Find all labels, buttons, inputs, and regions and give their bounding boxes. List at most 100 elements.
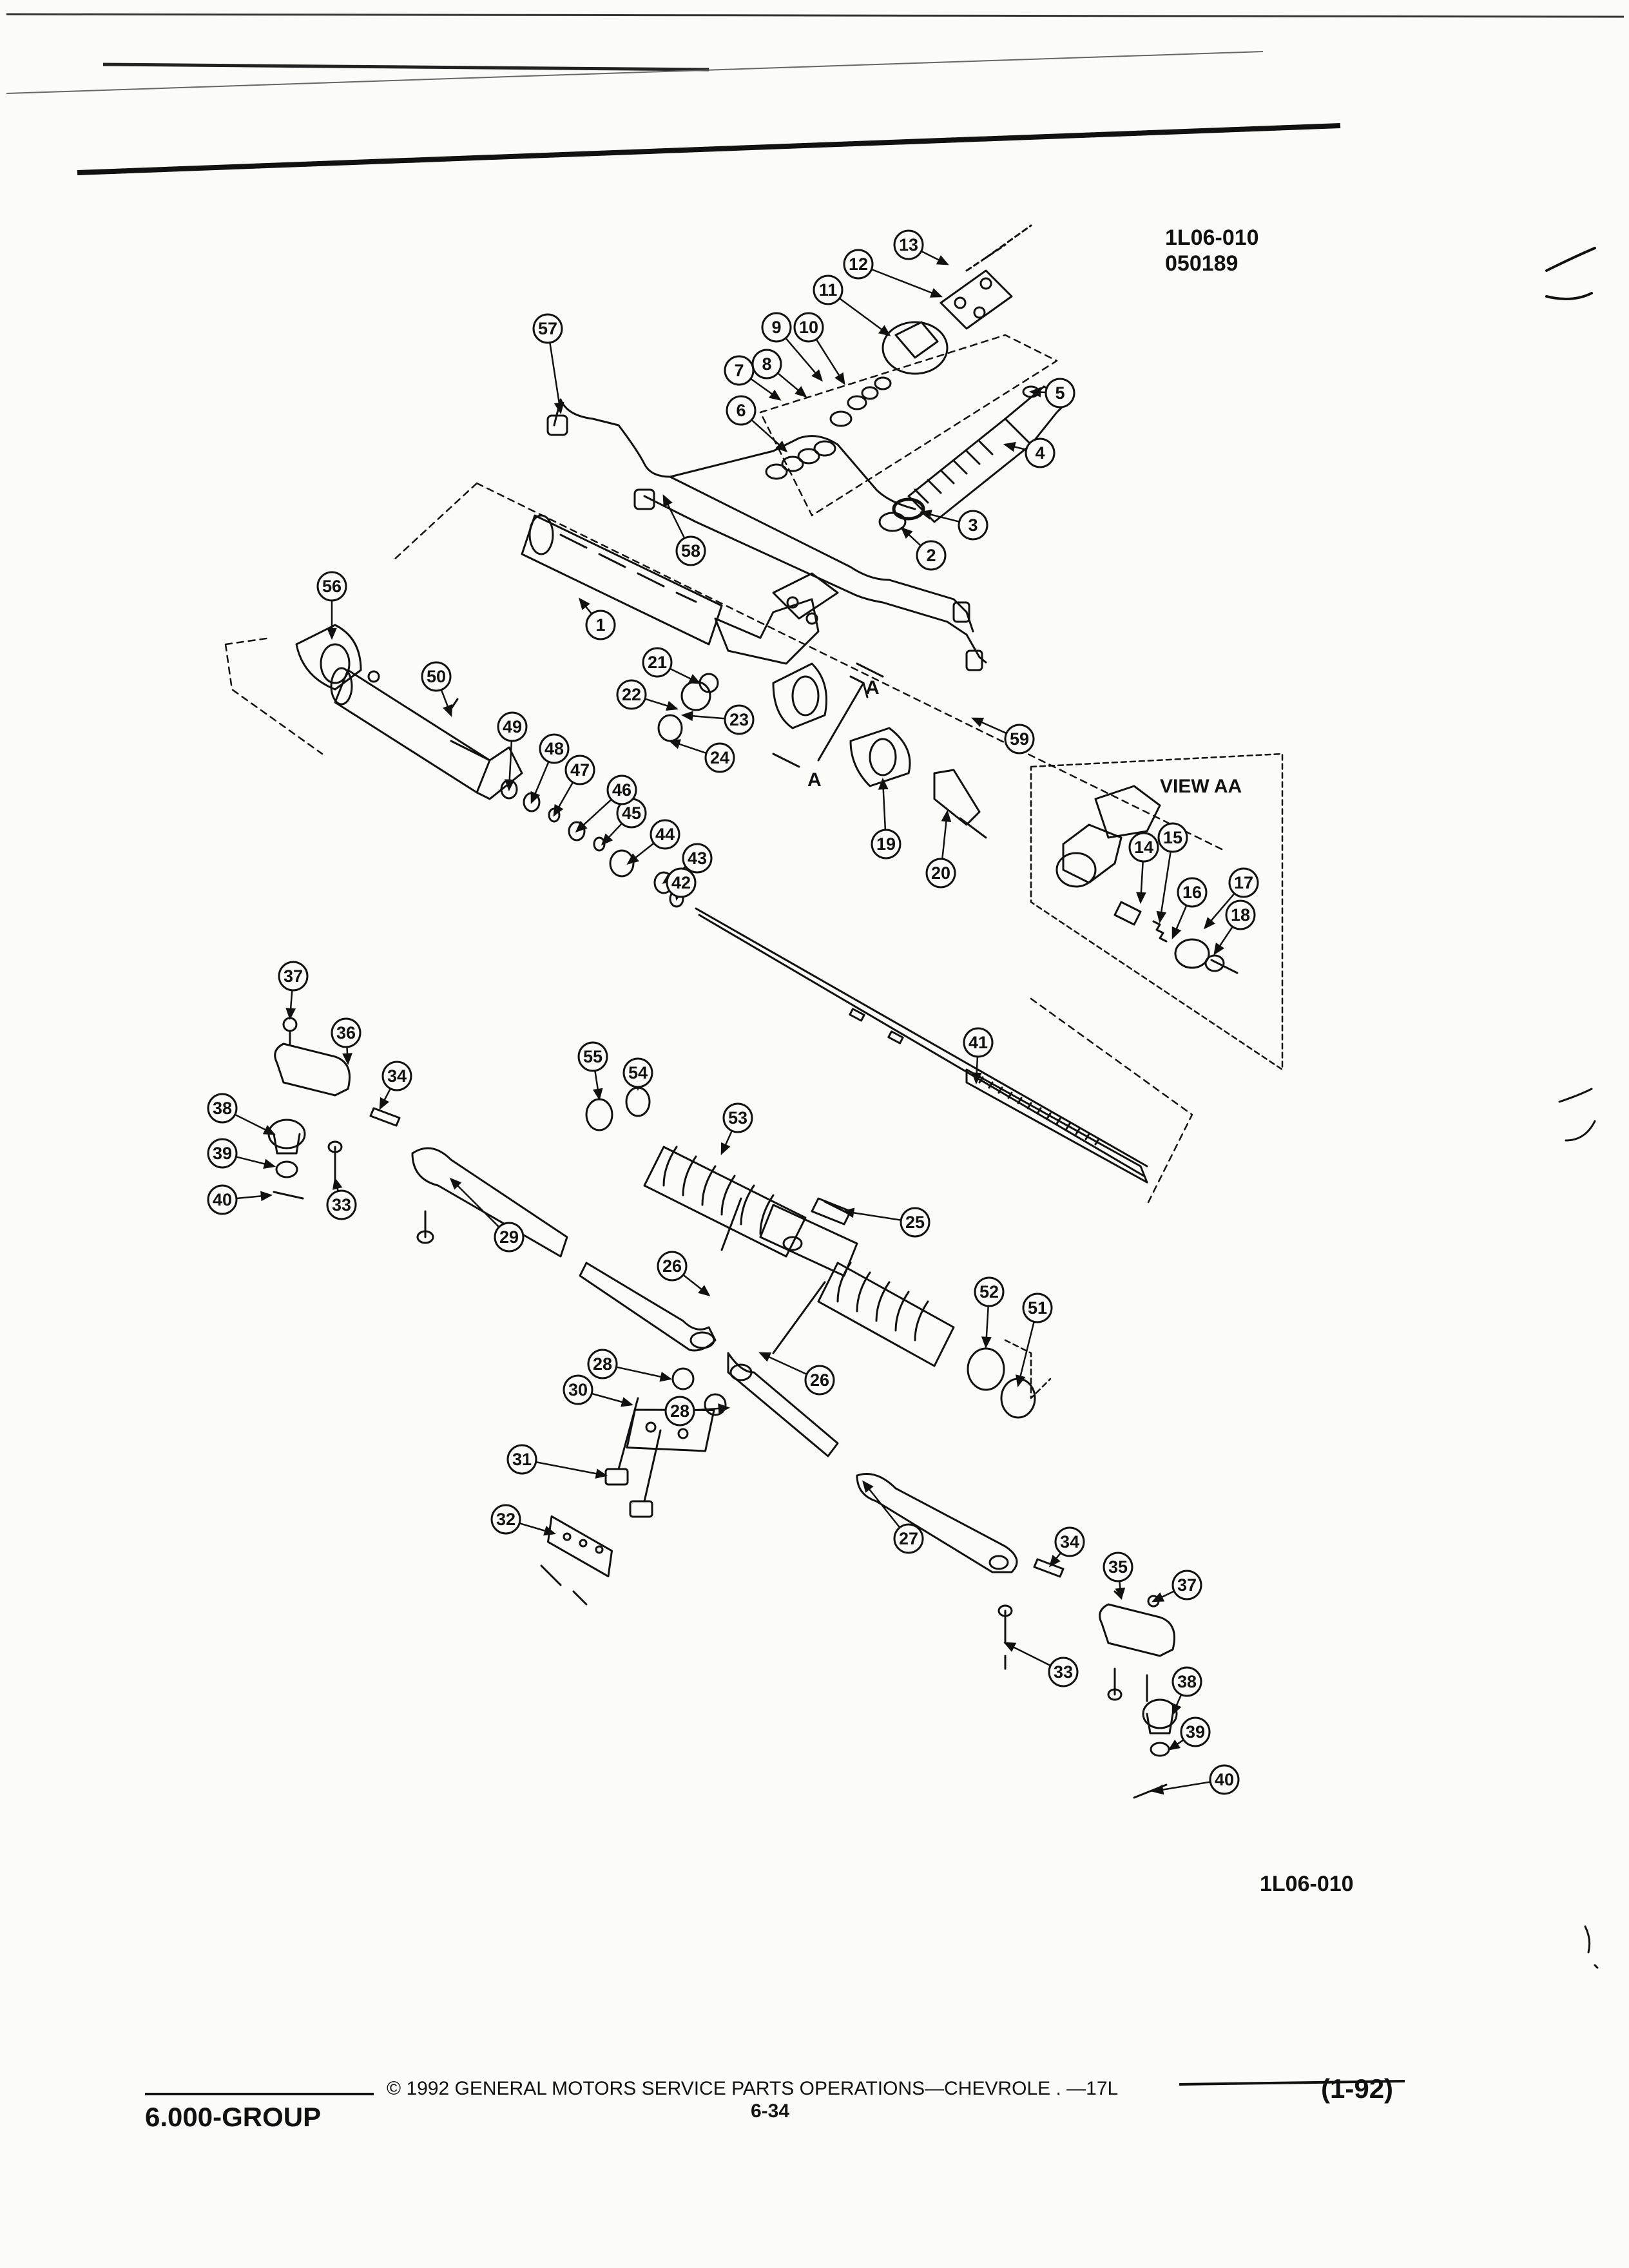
callout-arrowhead-20 xyxy=(941,809,952,822)
callout-circle-31 xyxy=(506,1444,537,1475)
callout-label-59: 59 xyxy=(1010,729,1029,749)
callout-leader-57 xyxy=(549,342,562,413)
callout-label-10: 10 xyxy=(799,318,818,337)
callout-leader-11 xyxy=(838,298,890,336)
callout-circle-28 xyxy=(587,1349,618,1379)
callout-label-31: 31 xyxy=(512,1450,532,1469)
callout-label-16: 16 xyxy=(1182,883,1202,902)
callout-arrowhead-39 xyxy=(263,1158,276,1169)
callout-arrowhead-50 xyxy=(443,704,452,717)
callout-circle-33 xyxy=(326,1189,357,1220)
callout-label-41: 41 xyxy=(969,1033,988,1052)
callout-arrowhead-34 xyxy=(1049,1555,1061,1568)
callout-circle-14 xyxy=(1128,832,1159,863)
callout-circle-26 xyxy=(657,1251,688,1282)
callout-circle-40 xyxy=(1209,1764,1240,1795)
callout-circle-23 xyxy=(724,704,755,735)
callout-arrowhead-56 xyxy=(327,628,337,640)
bulkhead-bushing xyxy=(772,662,827,729)
callout-circle-57 xyxy=(532,313,563,344)
callout-circle-29 xyxy=(494,1222,525,1253)
callout-label-32: 32 xyxy=(496,1510,516,1529)
callout-arrowhead-4 xyxy=(1003,441,1016,452)
top-rule-thin xyxy=(6,13,1624,18)
callout-arrowhead-36 xyxy=(342,1053,352,1066)
callout-label-12: 12 xyxy=(849,255,868,274)
callout-circle-52 xyxy=(974,1276,1005,1307)
callout-circle-26 xyxy=(804,1365,835,1396)
callout-arrowhead-1 xyxy=(579,597,590,610)
callout-label-56: 56 xyxy=(322,577,342,596)
callout-arrowhead-13 xyxy=(936,255,949,265)
callout-arrowhead-32 xyxy=(543,1526,557,1536)
callout-arrowhead-14 xyxy=(1136,892,1146,905)
header-rules xyxy=(6,13,1624,175)
callout-label-33: 33 xyxy=(332,1195,351,1215)
callout-arrowhead-24 xyxy=(668,739,681,749)
callout-arrowhead-45 xyxy=(601,833,613,846)
callout-label-30: 30 xyxy=(568,1380,588,1399)
callout-circle-4 xyxy=(1025,437,1055,468)
callout-circle-32 xyxy=(490,1504,521,1535)
callout-arrowhead-3 xyxy=(919,510,932,520)
callout-label-24: 24 xyxy=(710,748,729,767)
callout-label-26: 26 xyxy=(662,1256,682,1276)
callout-leader-31 xyxy=(535,1461,606,1477)
callout-arrowhead-33 xyxy=(1003,1642,1017,1652)
callout-arrowhead-11 xyxy=(878,325,891,336)
callout-label-43: 43 xyxy=(688,849,707,868)
callout-label-46: 46 xyxy=(612,780,631,800)
callout-leader-29 xyxy=(450,1178,500,1228)
callout-arrowhead-28 xyxy=(659,1372,673,1382)
callout-label-58: 58 xyxy=(681,541,700,561)
callout-arrowhead-51 xyxy=(1016,1374,1026,1388)
callout-circle-30 xyxy=(563,1374,593,1405)
callout-circle-10 xyxy=(793,312,824,343)
view-aa-title: VIEW AA xyxy=(1160,776,1242,797)
callout-leader-12 xyxy=(871,268,941,298)
callout-label-21: 21 xyxy=(648,653,667,672)
callout-label-13: 13 xyxy=(899,235,918,255)
callout-circle-11 xyxy=(813,274,843,305)
callout-circle-37 xyxy=(278,961,309,992)
callout-circle-3 xyxy=(958,510,988,541)
margin-mark-top xyxy=(1545,247,1596,300)
callout-circle-47 xyxy=(564,754,595,785)
callout-label-34: 34 xyxy=(1060,1532,1079,1552)
bearing-2 xyxy=(878,512,907,532)
callout-label-35: 35 xyxy=(1108,1557,1128,1577)
callout-circle-12 xyxy=(843,249,874,280)
callout-label-52: 52 xyxy=(979,1282,999,1302)
callout-label-57: 57 xyxy=(538,319,557,338)
callout-circle-50 xyxy=(421,661,452,692)
callout-circle-38 xyxy=(1171,1666,1202,1697)
callout-arrowhead-41 xyxy=(971,1072,982,1085)
callout-arrowhead-40 xyxy=(1151,1784,1164,1795)
callout-label-55: 55 xyxy=(583,1047,602,1066)
seal-3 xyxy=(892,497,925,521)
section-line-a xyxy=(772,662,884,768)
callout-arrowhead-38 xyxy=(262,1125,276,1135)
callout-arrowhead-29 xyxy=(449,1177,462,1190)
plate-32 xyxy=(540,1515,613,1606)
callout-label-33: 33 xyxy=(1054,1662,1073,1682)
callout-label-37: 37 xyxy=(1177,1575,1197,1595)
callout-label-29: 29 xyxy=(499,1227,519,1247)
callout-circle-54 xyxy=(622,1057,653,1088)
callout-circle-34 xyxy=(381,1061,412,1091)
callout-circle-28 xyxy=(664,1396,695,1427)
callout-circle-49 xyxy=(497,711,528,742)
callout-label-50: 50 xyxy=(427,667,446,686)
callout-circle-46 xyxy=(606,774,637,805)
rack-housing-dashed-box xyxy=(224,482,1226,852)
callout-label-44: 44 xyxy=(655,825,675,844)
callout-label-19: 19 xyxy=(876,834,896,854)
figure-caption: 1L06-010 xyxy=(1260,1872,1354,1896)
footer-group: 6.000-GROUP xyxy=(145,2102,322,2132)
callout-arrowhead-21 xyxy=(688,674,701,684)
callout-label-39: 39 xyxy=(1186,1722,1205,1742)
callout-circle-9 xyxy=(761,312,792,343)
callout-label-22: 22 xyxy=(622,685,641,704)
callout-arrowhead-12 xyxy=(929,288,943,298)
callout-circle-13 xyxy=(893,229,924,260)
